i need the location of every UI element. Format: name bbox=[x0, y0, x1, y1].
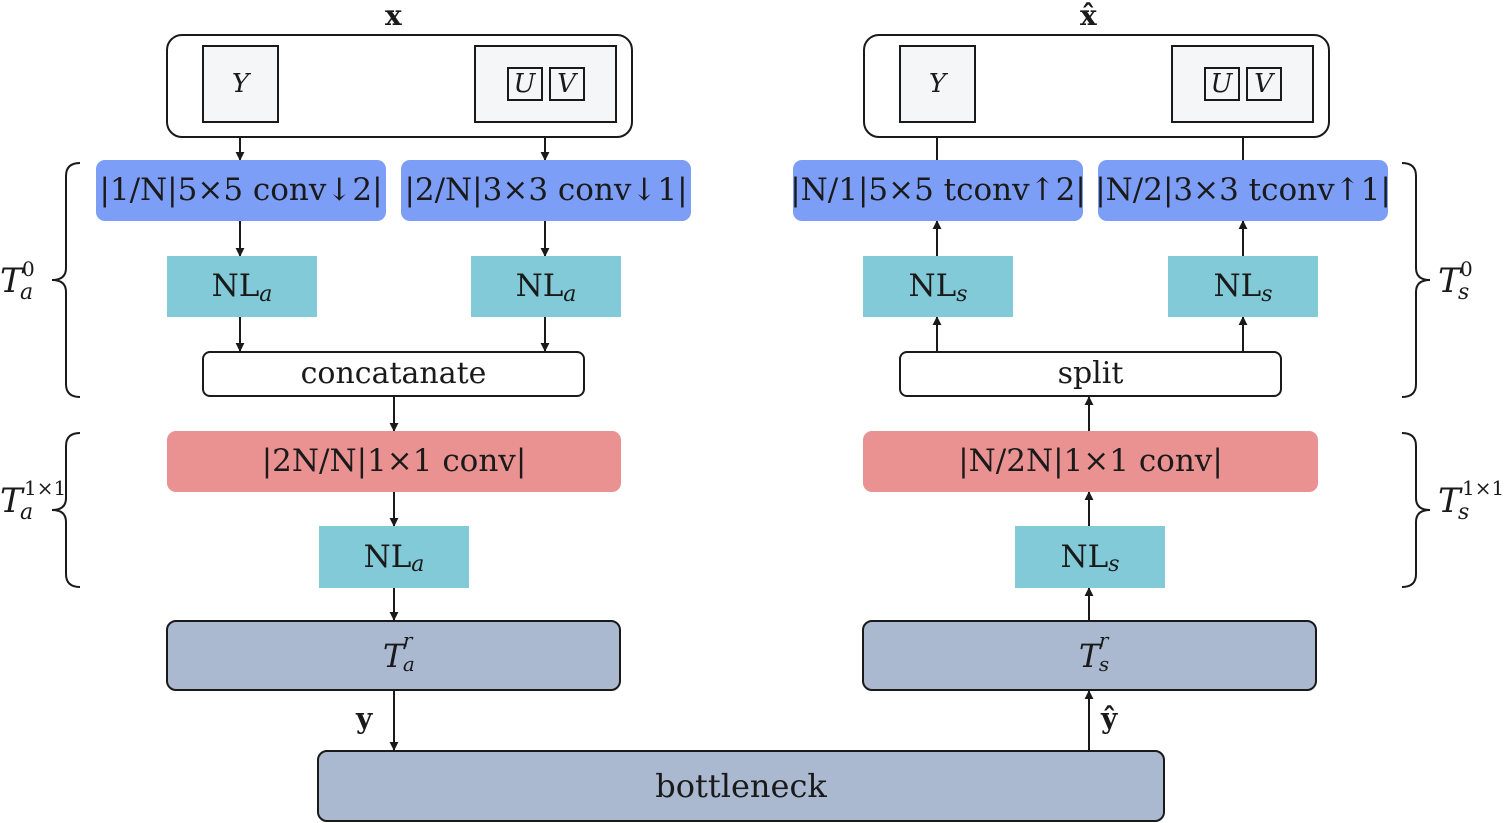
brace-synthesis-top bbox=[1401, 162, 1431, 398]
input-y-channel: Y bbox=[202, 45, 279, 123]
nl-label: NL bbox=[1060, 538, 1109, 575]
conv-y-block: |1/N|5×5 conv↓2| bbox=[96, 160, 386, 221]
rest-analysis-block: T r a bbox=[166, 620, 621, 691]
tconv-y-block: |N/1|5×5 tconv↑2| bbox=[790, 160, 1086, 221]
rest-synthesis-block: T r s bbox=[862, 620, 1317, 691]
nl-subscript: s bbox=[1108, 552, 1120, 577]
group-label-analysis-top: T 0 a bbox=[0, 257, 35, 305]
nl-label: NL bbox=[363, 538, 412, 575]
output-uv-channels: U V bbox=[1171, 45, 1314, 123]
output-v-channel: V bbox=[1245, 67, 1282, 101]
input-u-channel: U bbox=[506, 67, 543, 101]
bottleneck-label: bottleneck bbox=[655, 767, 827, 805]
input-image-label: x bbox=[385, 0, 402, 32]
brace-analysis-bottom bbox=[51, 432, 81, 588]
nl-subscript: s bbox=[1261, 281, 1273, 307]
output-y-channel: Y bbox=[899, 45, 976, 123]
nl-label: NL bbox=[908, 268, 957, 304]
group-label-synthesis-bottom: T 1×1 s bbox=[1438, 476, 1505, 525]
group-label-analysis-bottom: T 1×1 a bbox=[0, 476, 67, 525]
split-block: split bbox=[899, 351, 1282, 397]
bottleneck-block: bottleneck bbox=[317, 750, 1165, 822]
latent-yhat-label: ŷ bbox=[1101, 702, 1118, 735]
conv-uv-block: |2/N|3×3 conv↓1| bbox=[401, 160, 691, 221]
proj-synthesis-block: |N/2N|1×1 conv| bbox=[863, 431, 1318, 492]
output-image-label: x̂ bbox=[1080, 0, 1097, 32]
brace-analysis-top bbox=[51, 162, 81, 398]
concatenate-block: concatanate bbox=[202, 351, 585, 397]
proj-analysis-block: |2N/N|1×1 conv| bbox=[167, 431, 621, 492]
proj-analysis-label: |2N/N|1×1 conv| bbox=[261, 443, 527, 479]
group-label-synthesis-top: T 0 s bbox=[1438, 257, 1473, 305]
tconv-uv-block: |N/2|3×3 tconv↑1| bbox=[1095, 160, 1391, 221]
conv-uv-label: |2/N|3×3 conv↓1| bbox=[404, 172, 688, 208]
brace-synthesis-bottom bbox=[1401, 432, 1431, 588]
nl-label: NL bbox=[211, 268, 260, 304]
latent-y-label: y bbox=[356, 702, 373, 735]
output-u-channel: U bbox=[1203, 67, 1240, 101]
nl-subscript: s bbox=[956, 281, 968, 307]
conv-y-label: |1/N|5×5 conv↓2| bbox=[99, 172, 383, 208]
input-uv-channels: U V bbox=[474, 45, 617, 123]
input-v-channel: V bbox=[548, 67, 585, 101]
nl-label: NL bbox=[515, 268, 564, 304]
nl-subscript: a bbox=[411, 552, 425, 577]
nl-label: NL bbox=[1213, 268, 1262, 304]
tconv-uv-label: |N/2|3×3 tconv↑1| bbox=[1095, 172, 1391, 208]
nl-subscript: a bbox=[259, 281, 273, 307]
rest-analysis-label: T r a bbox=[382, 627, 415, 676]
rest-synthesis-label: T r s bbox=[1078, 627, 1110, 676]
tconv-y-label: |N/1|5×5 tconv↑2| bbox=[790, 172, 1086, 208]
proj-synthesis-label: |N/2N|1×1 conv| bbox=[958, 443, 1223, 479]
nl-subscript: a bbox=[563, 281, 577, 307]
